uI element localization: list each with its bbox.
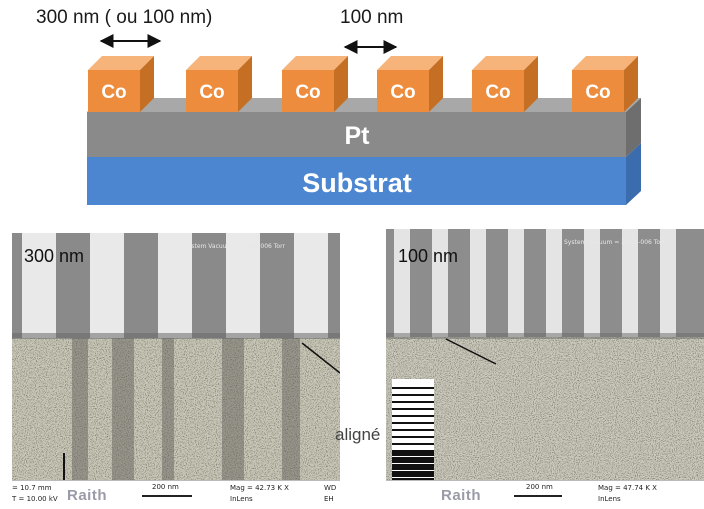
sem-scale-bar [514, 495, 562, 497]
sem-wd-value: = 10.7 mm [12, 484, 52, 492]
alignment-overlay-text: aligné [335, 425, 381, 444]
sem-scale-label: 200 nm [152, 483, 179, 491]
raith-logo: Raith [67, 487, 107, 504]
sem-edge-label-2: EH [324, 495, 334, 503]
sem-mag-value: Mag = 42.73 K X [230, 484, 289, 492]
co-cube-label: Co [101, 82, 126, 103]
sem-texture-left [12, 233, 340, 509]
sem-scale-label: 200 nm [526, 483, 553, 491]
sem-header-right: System Vacuum = 2.22e-006 Torr [564, 239, 665, 246]
co-cube: Co [186, 56, 252, 112]
sem-edge-label-1: WD [324, 484, 337, 492]
sem-micrograph-300nm: System Vacuum = 2.22e-006 Torr 300 nm = … [12, 233, 340, 509]
sem-header-left: System Vacuum = 2.22e-006 Torr [184, 243, 285, 250]
substrate-layer-label: Substrat [302, 168, 412, 198]
co-cube-label: Co [199, 82, 224, 103]
period-dimension-label: 300 nm ( ou 100 nm) [36, 7, 213, 28]
sem-scale-bar [142, 495, 192, 497]
substrate-layer [87, 143, 641, 205]
co-cube-label: Co [295, 82, 320, 103]
co-cube-label: Co [585, 82, 610, 103]
co-cube: Co [377, 56, 443, 112]
sem-detector: InLens [598, 495, 621, 503]
raith-logo: Raith [441, 487, 481, 504]
multilayer-schematic: Co Co Co Co Co Co Pt Substrat [87, 34, 641, 205]
co-cube: Co [88, 56, 154, 112]
sem-info-bar-left: = 10.7 mm T = 10.00 kV Raith 200 nm Mag … [12, 480, 340, 509]
co-cube: Co [282, 56, 348, 112]
co-cube-label: Co [485, 82, 510, 103]
sem-eht-value: T = 10.00 kV [12, 495, 58, 503]
sem-mag-value: Mag = 47.74 K X [598, 484, 657, 492]
gap-dimension-label: 100 nm [340, 7, 404, 28]
sem-detector: InLens [230, 495, 253, 503]
co-cube: Co [572, 56, 638, 112]
sem-info-bar-right: Raith 200 nm Mag = 47.74 K X InLens [386, 480, 704, 509]
micrograph-label-100nm: 100 nm [398, 246, 459, 266]
pt-layer-label: Pt [345, 122, 371, 150]
co-cube: Co [472, 56, 538, 112]
sem-micrograph-100nm: System Vacuum = 2.22e-006 Torr 100 nm Ra… [386, 229, 704, 509]
co-cube-label: Co [390, 82, 415, 103]
micrograph-label-300nm: 300 nm [24, 246, 85, 266]
sem-texture-right [386, 229, 704, 509]
co-cube-row: Co Co Co Co Co Co [88, 56, 638, 112]
